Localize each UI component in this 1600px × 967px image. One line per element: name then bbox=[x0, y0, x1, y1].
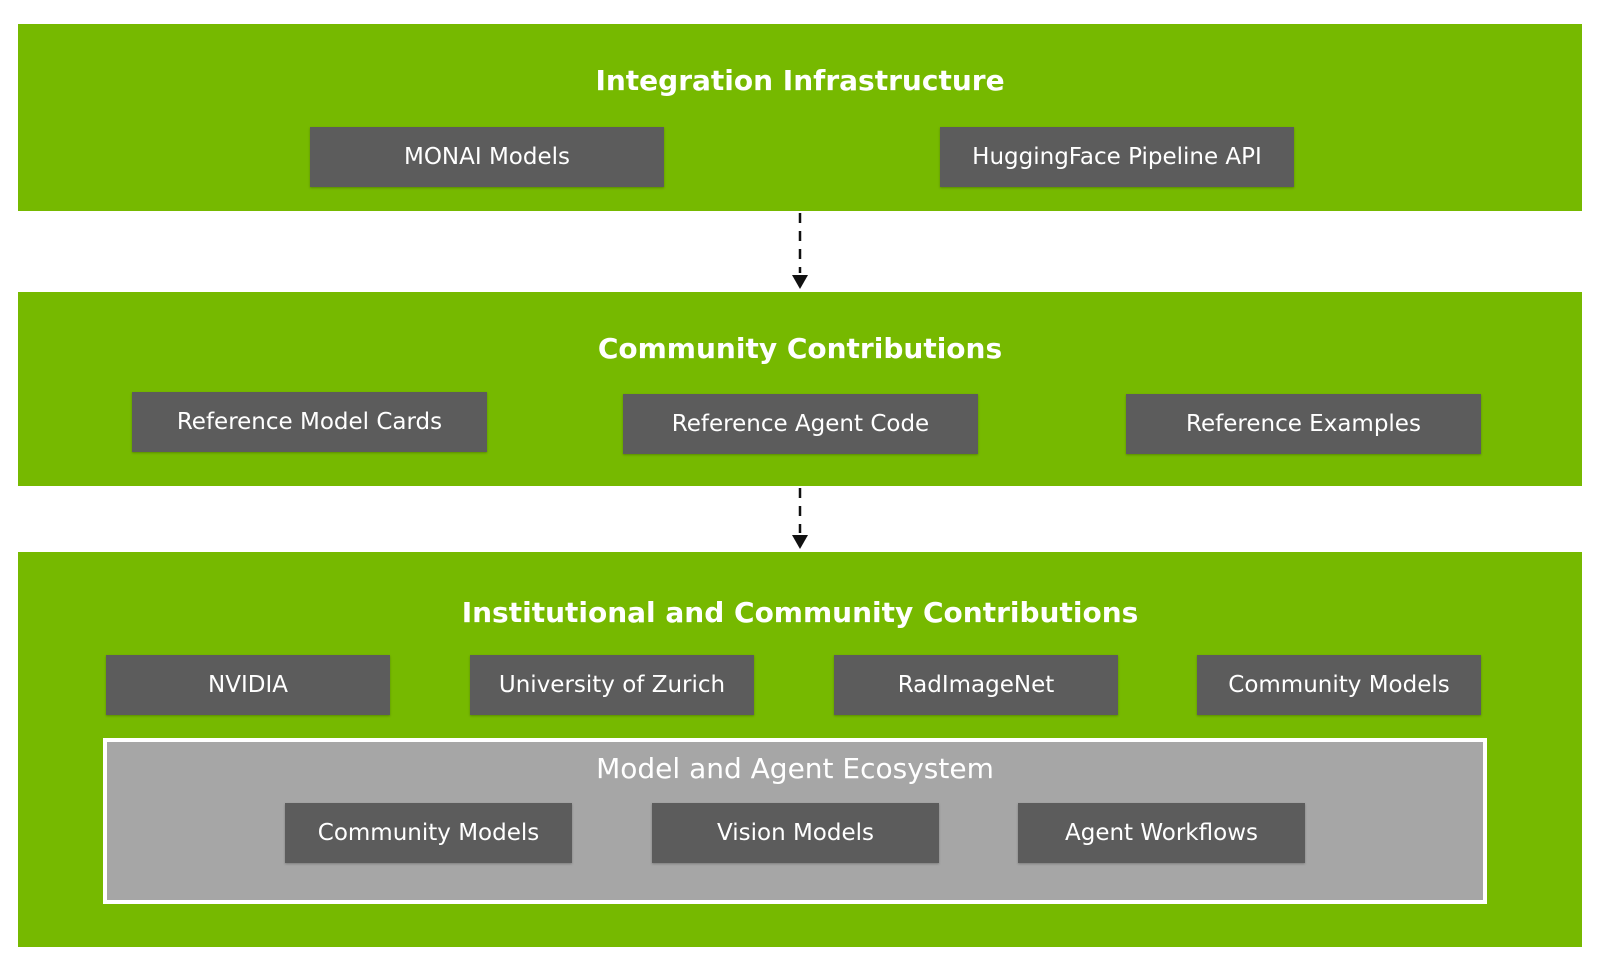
vision-models-box: Vision Models bbox=[652, 803, 939, 863]
model-agent-ecosystem-panel: Model and Agent Ecosystem Community Mode… bbox=[103, 738, 1487, 904]
university-of-zurich-box: University of Zurich bbox=[470, 655, 754, 715]
community-contributions-title: Community Contributions bbox=[597, 332, 1003, 365]
ecosystem-community-models-box: Community Models bbox=[285, 803, 572, 863]
nvidia-box: NVIDIA bbox=[106, 655, 390, 715]
institutional-community-contributions-layer: Institutional and Community Contribution… bbox=[18, 552, 1582, 947]
community-contributions-layer: Community Contributions Reference Model … bbox=[18, 292, 1582, 486]
model-agent-ecosystem-title: Model and Agent Ecosystem bbox=[596, 752, 994, 785]
integration-infrastructure-layer: Integration Infrastructure MONAI Models … bbox=[18, 24, 1582, 211]
arrow-integration-to-community bbox=[792, 213, 808, 289]
radimagenet-box: RadImageNet bbox=[834, 655, 1118, 715]
huggingface-pipeline-api-box: HuggingFace Pipeline API bbox=[940, 127, 1294, 187]
arrow-community-to-institutional bbox=[792, 488, 808, 549]
agent-workflows-box: Agent Workflows bbox=[1018, 803, 1305, 863]
community-models-box: Community Models bbox=[1197, 655, 1481, 715]
reference-model-cards-box: Reference Model Cards bbox=[132, 392, 487, 452]
institutional-community-contributions-title: Institutional and Community Contribution… bbox=[461, 596, 1139, 629]
monai-models-box: MONAI Models bbox=[310, 127, 664, 187]
integration-infrastructure-title: Integration Infrastructure bbox=[595, 64, 1005, 97]
reference-agent-code-box: Reference Agent Code bbox=[623, 394, 978, 454]
reference-examples-box: Reference Examples bbox=[1126, 394, 1481, 454]
